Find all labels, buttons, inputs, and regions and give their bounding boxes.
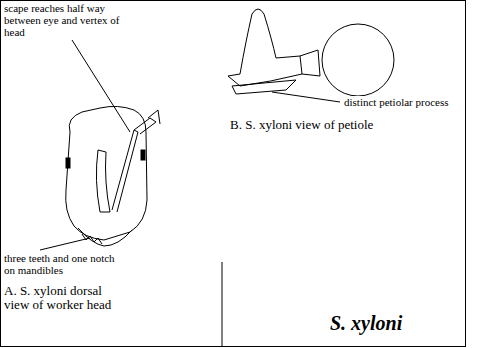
petiolar-process xyxy=(232,80,296,94)
figure-caption: A. S. xyloni dorsal view of worker head xyxy=(4,284,124,312)
eye xyxy=(141,150,145,160)
leader-line xyxy=(72,40,130,132)
gaster xyxy=(322,24,394,96)
annotation-label: three teeth and one notch on mandibles xyxy=(4,252,122,276)
mandible xyxy=(78,228,132,246)
head-outline xyxy=(66,106,147,240)
clypeus xyxy=(96,150,110,212)
panel-divider xyxy=(222,262,223,347)
figure-title: S. xyloni xyxy=(330,312,460,334)
petiole-node xyxy=(228,9,302,86)
antenna-scape xyxy=(112,130,138,212)
annotation-label: scape reaches half way between eye and v… xyxy=(4,2,132,38)
leader-line xyxy=(40,238,90,250)
antenna-funiculus xyxy=(134,118,156,134)
figure-caption: B. S. xyloni view of petiole xyxy=(230,118,460,132)
antenna-club xyxy=(148,110,160,124)
eye xyxy=(66,158,70,168)
leader-line xyxy=(272,92,340,102)
annotation-label: distinct petiolar process xyxy=(344,96,462,108)
frame xyxy=(1,1,466,347)
postpetiole xyxy=(300,50,320,76)
